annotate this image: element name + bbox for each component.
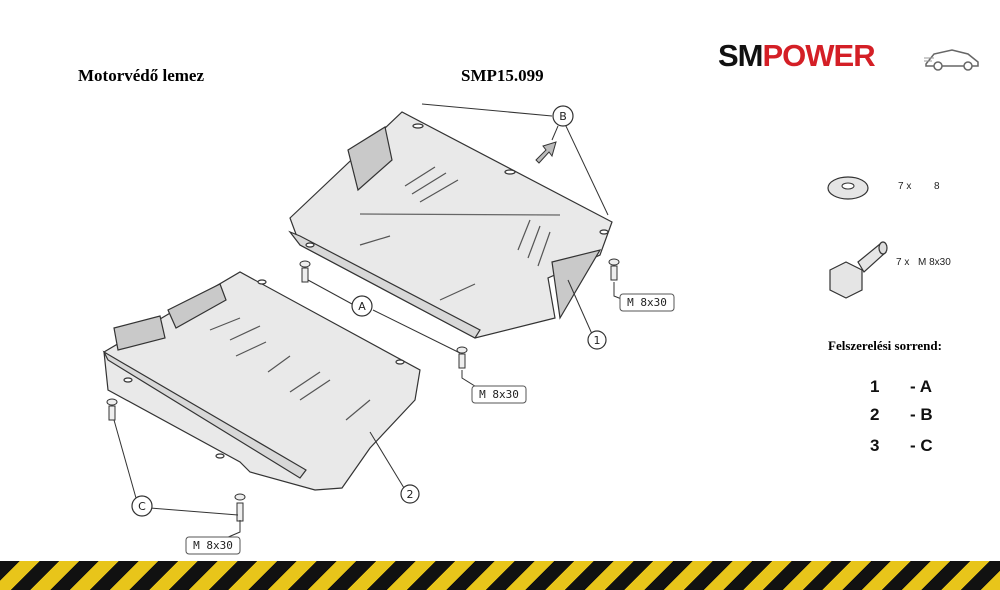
bolt-spec-b: M 8x30 [619, 293, 675, 312]
callout-b: B [552, 105, 574, 127]
bolt-size: M 8x30 [918, 257, 951, 268]
bolt-spec-c: M 8x30 [185, 536, 241, 555]
washer-icon [827, 176, 869, 200]
svg-text:M 8x30: M 8x30 [193, 539, 233, 552]
callout-a: A [351, 295, 373, 317]
callout-part-2: 2 [400, 484, 420, 504]
step-label: - B [910, 405, 933, 424]
hex-bolt-icon [829, 241, 888, 299]
installation-sequence-title: Felszerelési sorrend: [828, 338, 942, 353]
svg-text:B: B [559, 110, 567, 123]
logo-sm: SM [718, 38, 763, 73]
step-label: - C [910, 436, 933, 455]
forward-arrow-icon [535, 141, 557, 164]
bolt-icon [106, 258, 620, 522]
part-number: SMP15.099 [461, 66, 544, 85]
svg-text:M 8x30: M 8x30 [627, 296, 667, 309]
logo-power: POWER [762, 38, 876, 73]
step-number: 2 [870, 405, 880, 424]
car-silhouette-icon [924, 49, 979, 71]
bolt-spec-a: M 8x30 [471, 385, 527, 404]
step-number: 3 [870, 436, 880, 455]
washer-qty: 7 x [898, 181, 912, 192]
sequence-step: 1 - A [870, 377, 932, 397]
leader-lines [113, 103, 625, 539]
document-title: Motorvédő lemez [78, 66, 205, 85]
washer-size: 8 [934, 181, 940, 192]
sequence-step: 2 - B [870, 405, 933, 425]
skid-plate-2 [102, 271, 421, 491]
bolt-qty: 7 x [896, 257, 910, 268]
step-label: - A [910, 377, 933, 396]
svg-text:1: 1 [594, 334, 601, 347]
svg-text:2: 2 [407, 488, 414, 501]
svg-text:C: C [138, 500, 146, 513]
sequence-step: 3 - C [870, 436, 933, 456]
skid-plate-1 [288, 111, 613, 339]
step-number: 1 [870, 377, 880, 396]
hazard-stripe-band [0, 561, 1000, 590]
logo-text-sm: SMPOWER [718, 38, 876, 74]
callout-c: C [131, 495, 153, 517]
assembly-diagram: B A C 1 2 M 8x30 M 8x30 M 8x30 [102, 103, 888, 555]
smpower-logo: SMPOWER [718, 38, 980, 76]
svg-text:A: A [358, 300, 366, 313]
svg-text:M 8x30: M 8x30 [479, 388, 519, 401]
callout-part-1: 1 [587, 330, 607, 350]
